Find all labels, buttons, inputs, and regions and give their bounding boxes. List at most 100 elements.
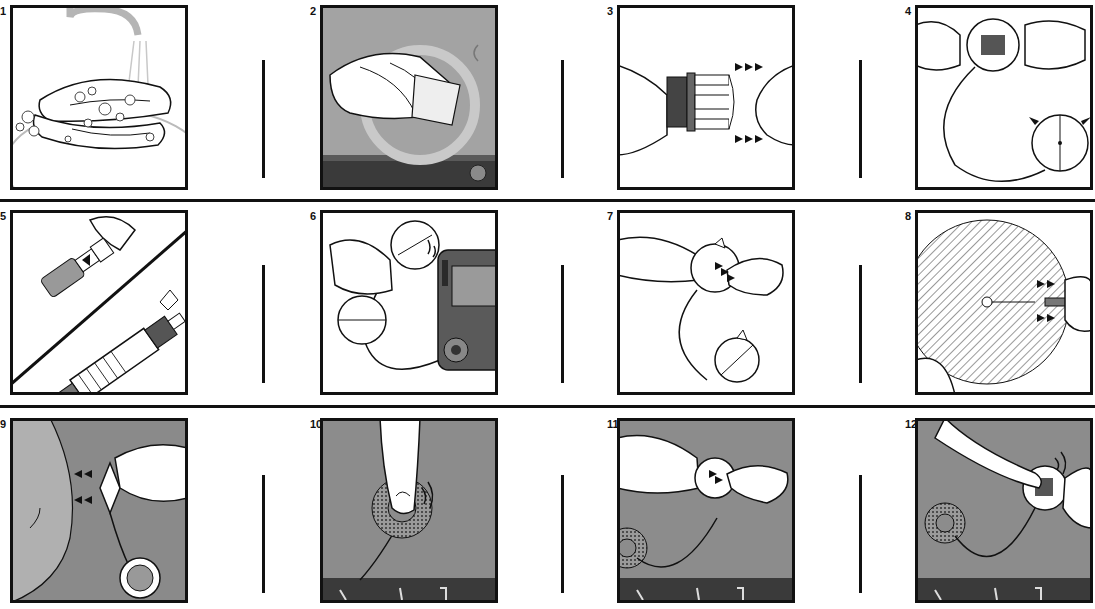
skin-cleaning-art: [320, 5, 498, 190]
insertion-art: [84, 496, 92, 504]
step-number: 1: [0, 5, 6, 17]
insertion-art: [30, 508, 40, 528]
hand-washing-art: [65, 136, 71, 142]
step-panel: 4: [905, 5, 1093, 190]
connector-art: [729, 75, 734, 129]
priming-art: [428, 240, 435, 257]
insertion-art: [10, 418, 73, 603]
hand-washing-art: [99, 103, 111, 115]
infusion-set-art: [1081, 117, 1091, 125]
hand-washing-art: [16, 87, 154, 142]
click-art: [915, 418, 1093, 603]
connecting-art: [727, 466, 788, 503]
step-number: 8: [905, 210, 911, 222]
connector-art: [667, 77, 687, 127]
insertion-art: [110, 513, 130, 568]
adhesive-art: [320, 418, 498, 603]
needle-guard-art: [1047, 314, 1055, 322]
connecting-art: [637, 588, 743, 600]
separator: [262, 265, 265, 383]
hand-washing-art: [125, 95, 135, 105]
priming-art: [451, 345, 461, 355]
click-art: [955, 508, 1035, 556]
cover-removal-art: [727, 259, 783, 295]
connecting-art: [715, 476, 723, 484]
infusion-set-art: [981, 35, 1005, 55]
panel-frame: [320, 418, 498, 603]
cover-removal-art: [727, 274, 735, 282]
needle-guard-art: [1065, 277, 1093, 332]
cover-removal-art: [617, 210, 795, 395]
adhesive-art: [340, 588, 446, 600]
hand-washing-art: [70, 5, 138, 35]
insertion-art: [10, 418, 188, 603]
separator: [859, 475, 862, 593]
adhesive-art: [422, 482, 433, 508]
insertion-art: [74, 470, 82, 478]
step-panel: 2: [310, 5, 498, 190]
filling-art: [10, 210, 190, 419]
click-art: [936, 514, 954, 532]
cover-removal-art: [715, 238, 725, 248]
filling-art: [90, 217, 135, 250]
connecting-art: [607, 418, 795, 603]
click-art: [935, 588, 1041, 600]
skin-cleaning-art: [320, 5, 498, 190]
connector-art: [687, 73, 695, 131]
hand-washing-art: [10, 110, 188, 190]
insertion-art: [127, 565, 153, 591]
connector-art: [755, 63, 763, 71]
filling-art: [168, 313, 185, 329]
priming-art: [444, 338, 468, 362]
hand-washing-art: [146, 133, 154, 141]
step-number: 10: [310, 418, 322, 430]
filling-art: [40, 236, 115, 298]
separator: [561, 60, 564, 178]
needle-guard-art: [1037, 280, 1045, 288]
step-panel: 5: [0, 210, 188, 395]
step-panel: 1: [0, 5, 188, 190]
insertion-art: [10, 418, 188, 603]
skin-cleaning-art: [474, 45, 478, 61]
priming-art: [438, 250, 498, 370]
panel-frame: [617, 418, 795, 603]
separator: [859, 60, 862, 178]
infusion-set-art: [915, 22, 960, 70]
insertion-art: [74, 496, 82, 504]
priming-art: [320, 210, 498, 395]
hand-washing-art: [22, 111, 34, 123]
step-number: 5: [0, 210, 6, 222]
infusion-set-art: [915, 5, 1093, 190]
step-number: 6: [310, 210, 316, 222]
infusion-set-art: [915, 5, 1093, 190]
separator: [262, 475, 265, 593]
step-panel: 8: [905, 210, 1093, 395]
cover-removal-art: [617, 237, 699, 282]
click-art: [915, 578, 1093, 603]
click-art: [925, 503, 965, 543]
connecting-art: [637, 518, 717, 567]
connecting-art: [617, 436, 699, 494]
adhesive-art: [320, 418, 498, 603]
skin-cleaning-art: [470, 165, 486, 181]
panel-frame: [617, 210, 795, 395]
cover-removal-art: [715, 338, 759, 382]
step-number: 7: [607, 210, 613, 222]
panel-frame: [320, 5, 498, 190]
filling-art: [82, 254, 90, 266]
needle-guard-art: [1037, 280, 1055, 322]
priming-art: [391, 221, 439, 269]
skin-cleaning-art: [320, 5, 498, 190]
connecting-art: [709, 470, 723, 484]
insertion-art: [74, 470, 92, 504]
infusion-set-art: [1029, 117, 1039, 125]
insertion-art: [120, 558, 160, 598]
connector-art: [695, 75, 729, 85]
priming-art: [442, 260, 448, 286]
hand-washing-art: [5, 5, 205, 220]
connecting-art: [617, 578, 795, 603]
click-art: [915, 418, 1093, 603]
hand-washing-art: [88, 87, 96, 95]
cover-removal-art: [679, 290, 707, 380]
panel-frame: [915, 5, 1093, 190]
